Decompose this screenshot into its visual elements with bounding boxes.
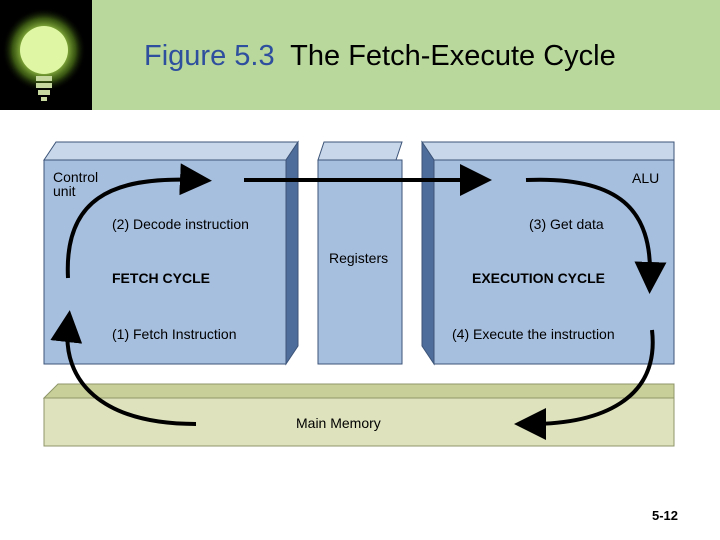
alu-label: ALU [632, 170, 660, 186]
control-unit-label: Control unit [53, 169, 99, 199]
figure-title: The Fetch-Execute Cycle [290, 40, 616, 72]
step-fetch-label: (1) Fetch Instruction [112, 326, 237, 342]
main-memory-label: Main Memory [296, 415, 381, 431]
control-unit-box [43, 140, 299, 366]
memory-to-fetch-arrow [50, 310, 197, 426]
page-number: 5-12 [651, 508, 678, 523]
fetch-cycle-label: FETCH CYCLE [112, 270, 210, 286]
lightbulb-icon [0, 0, 92, 110]
step-decode-label: (2) Decode instruction [112, 216, 249, 232]
step-get-data-label: (3) Get data [529, 216, 604, 232]
execution-cycle-label: EXECUTION CYCLE [472, 270, 606, 286]
registers-label: Registers [329, 250, 389, 266]
registers-box [317, 141, 403, 365]
slide-title: Figure 5.3 The Fetch-Execute Cycle [144, 40, 616, 73]
header-bar [0, 0, 720, 110]
getdata-to-execute-arrow [525, 177, 667, 294]
execute-to-memory-arrow [514, 329, 655, 440]
figure-number: Figure 5.3 [144, 40, 275, 72]
fetch-to-decode-arrow [65, 163, 212, 279]
step-execute-label: (4) Execute the instruction [452, 326, 615, 342]
